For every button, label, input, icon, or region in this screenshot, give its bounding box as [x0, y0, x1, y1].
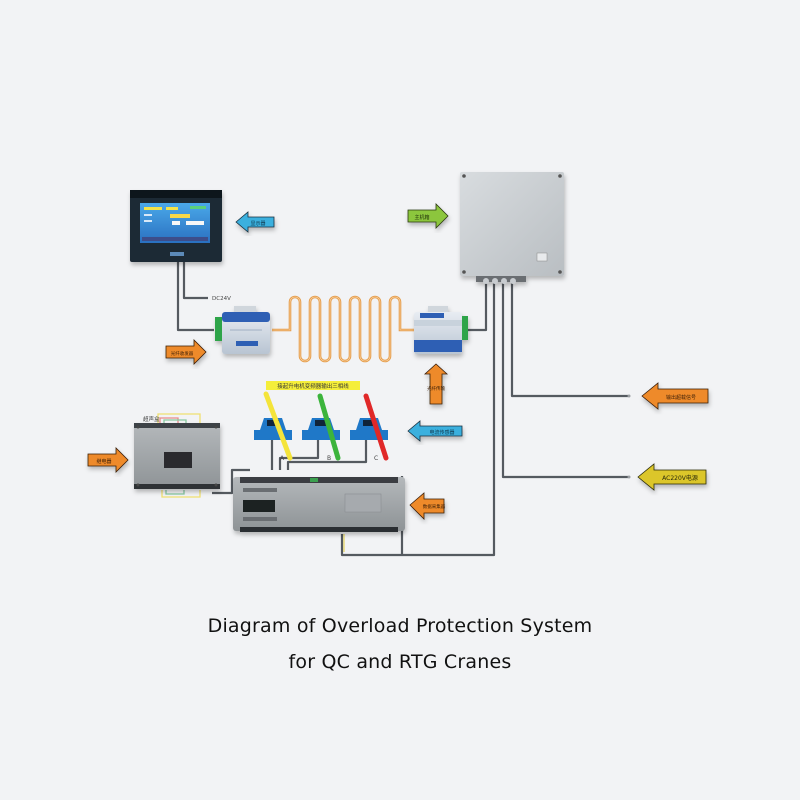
wiring	[176, 262, 628, 557]
svg-text:继电器: 继电器	[96, 458, 111, 465]
callout-relay: 继电器	[87, 447, 129, 473]
wire-relay-to-plc	[212, 468, 250, 495]
svg-text:电流传感器: 电流传感器	[429, 429, 454, 436]
svg-text:主机箱: 主机箱	[414, 214, 429, 221]
wire-mainbox-signal	[510, 282, 628, 398]
dc24v-label: DC24V	[212, 296, 231, 302]
ct-note-highlight	[266, 381, 360, 390]
data-acquisition-module	[233, 477, 405, 532]
relay-signal-wires	[157, 413, 345, 552]
relay-module	[134, 423, 220, 489]
callout-signal-output: 输出超载信号	[641, 382, 709, 410]
arrow-right-icon	[165, 339, 207, 365]
wire-ct-b	[278, 440, 320, 470]
wire-end-signal	[627, 394, 631, 398]
svg-text:光纤收发器: 光纤收发器	[171, 350, 194, 357]
svg-text:光纤传输: 光纤传输	[427, 385, 445, 392]
phase-label-b: B	[327, 455, 331, 462]
fiber-converter-left	[215, 306, 270, 354]
svg-text:输出超载信号: 输出超载信号	[666, 394, 696, 401]
arrow-right-icon	[87, 447, 129, 473]
callout-hmi: 显示器	[235, 211, 275, 233]
ct-sensor-a	[254, 391, 293, 461]
phase-label-a: A	[280, 455, 285, 462]
arrow-up-icon	[423, 363, 449, 405]
main-control-box	[460, 172, 564, 284]
ct-note: 接起升电机变频器输出三相线	[277, 382, 349, 390]
phase-label-c: C	[374, 455, 378, 462]
hmi-display	[130, 190, 222, 262]
fiber-cable	[272, 295, 414, 363]
ct-sensor-b	[302, 393, 341, 461]
wire-end-ac220v	[627, 475, 631, 479]
callout-main-box: 主机箱	[407, 203, 449, 229]
relay-top-label: 超声盒	[143, 415, 160, 423]
arrow-left-icon	[409, 492, 445, 520]
arrow-right-icon	[407, 203, 449, 229]
callout-fiber-up: 光纤传输	[423, 363, 449, 405]
wire-mainbox-to-plc	[340, 282, 496, 557]
callout-ct-sensors: 电流传感器	[407, 420, 463, 442]
wire-hmi-dc24v	[182, 262, 208, 300]
arrow-left-icon	[641, 382, 709, 410]
arrow-left-icon	[235, 211, 275, 233]
wire-hmi-to-converter	[176, 262, 214, 332]
arrow-left-icon	[637, 463, 707, 491]
wire-converter-to-mainbox	[466, 282, 488, 332]
wire-mainbox-ac220v	[501, 282, 628, 479]
wire-ct-c	[286, 440, 368, 470]
callout-data-acquisition: 数据采集器	[409, 492, 446, 520]
svg-text:显示器: 显示器	[250, 221, 265, 227]
caption-title: Diagram of Overload Protection System	[207, 615, 593, 637]
fiber-converter-right	[414, 306, 468, 354]
arrow-left-icon	[407, 420, 463, 442]
callout-converter-left: 光纤收发器	[165, 339, 207, 365]
callout-ac220v: AC220V电源	[637, 463, 707, 491]
ct-sensor-c	[350, 393, 389, 461]
svg-text:AC220V电源: AC220V电源	[662, 474, 698, 482]
svg-text:数据采集器: 数据采集器	[423, 503, 446, 510]
ct-sensors: 接起升电机变频器输出三相线 A B C	[254, 381, 389, 462]
caption-subtitle: for QC and RTG Cranes	[288, 651, 512, 673]
